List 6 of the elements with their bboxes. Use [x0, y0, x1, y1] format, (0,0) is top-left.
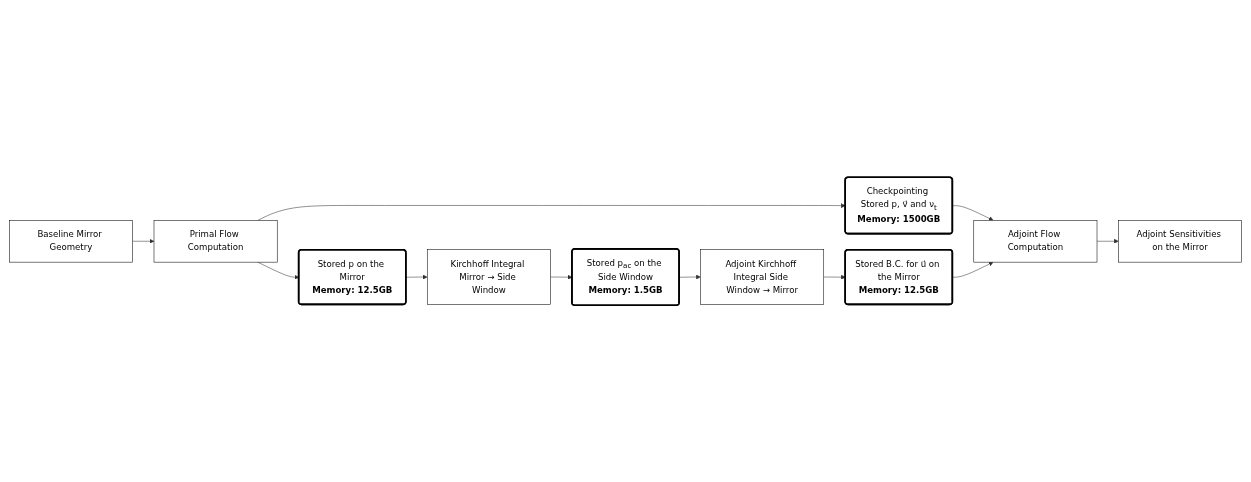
node-box: Kirchhoff Integral Mirror → Side Window [427, 249, 551, 305]
node-box: Primal Flow Computation [153, 219, 278, 263]
node-box: Adjoint Kirchhoff Integral Side Window → Mirror [700, 249, 824, 305]
node-box: Adjoint Sensitivities on the Mirror [1118, 219, 1242, 263]
node-box: Adjoint Flow Computation [973, 219, 1098, 263]
node-box: Baseline Mirror Geometry [9, 219, 133, 263]
